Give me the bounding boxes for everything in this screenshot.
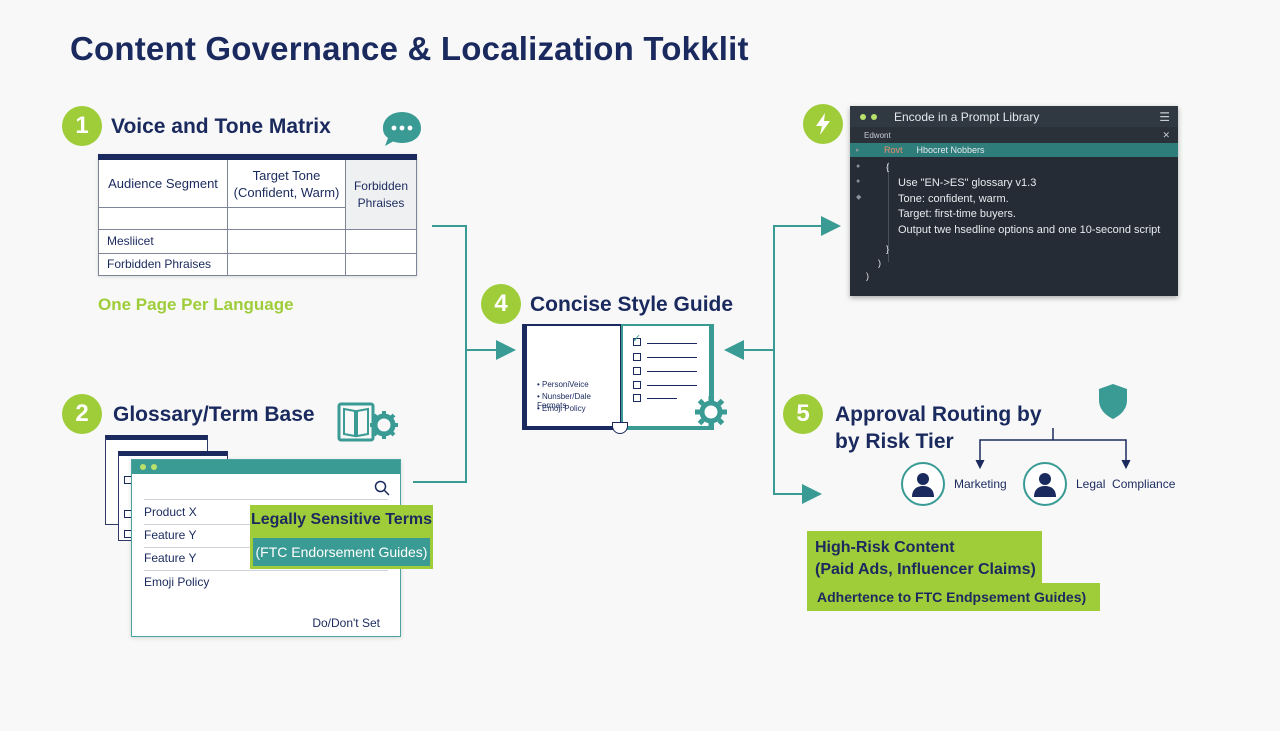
checkbox bbox=[633, 381, 641, 389]
style-guide-left-page: • PersoniVeice • Nunsber/Dale Formats • … bbox=[522, 324, 622, 430]
book-gear-icon bbox=[337, 402, 398, 442]
matrix-row-label: Forbidden Phraises bbox=[98, 254, 228, 276]
avatar bbox=[1023, 462, 1067, 506]
glossary-term[interactable]: Emoji Policy bbox=[144, 575, 210, 589]
checkbox bbox=[633, 353, 641, 361]
code-line: Target: first-time buyers. bbox=[898, 208, 1016, 220]
step-badge-3 bbox=[803, 104, 843, 144]
header-forbidden: Forbidden Phraises bbox=[346, 160, 417, 230]
close-icon[interactable]: ✕ bbox=[1162, 129, 1170, 140]
style-guide-item: • PersoniVeice bbox=[537, 380, 589, 389]
code-line: ) bbox=[878, 258, 881, 268]
code-line: } bbox=[886, 244, 890, 254]
step-badge-4: 4 bbox=[481, 284, 521, 324]
divider bbox=[144, 499, 388, 500]
one-page-per-language: One Page Per Language bbox=[98, 295, 294, 314]
gutter-marker-icon: ● bbox=[856, 163, 861, 170]
gear-icon bbox=[695, 396, 727, 428]
matrix-cell bbox=[346, 230, 417, 254]
checkbox bbox=[633, 394, 641, 402]
editor-title: Encode in a Prompt Library bbox=[894, 109, 1040, 124]
menu-icon[interactable]: ☰ bbox=[1159, 109, 1170, 124]
ftc-endorsement-callout: (FTC Endorsement Guides) bbox=[250, 535, 433, 569]
voice-tone-title: Voice and Tone Matrix bbox=[111, 115, 331, 138]
high-risk-title: High-Risk Content bbox=[815, 539, 955, 556]
step-badge-1: 1 bbox=[62, 106, 102, 146]
lightning-icon bbox=[816, 113, 830, 135]
gutter-marker-icon: ◆ bbox=[856, 194, 862, 201]
matrix-cell bbox=[228, 254, 346, 276]
editor-tab-label: Edwont bbox=[864, 130, 891, 140]
checklist-line bbox=[647, 343, 697, 344]
step-badge-2: 2 bbox=[62, 394, 102, 434]
do-dont-set-label: Do/Don't Set bbox=[312, 616, 380, 630]
window-dot bbox=[871, 113, 877, 120]
step-badge-5: 5 bbox=[783, 394, 823, 434]
page-title: Content Governance & Localization Tokkli… bbox=[70, 30, 749, 67]
shield-icon bbox=[1099, 384, 1127, 419]
glossary-title: Glossary/Term Base bbox=[113, 403, 315, 426]
person-icon bbox=[912, 473, 934, 497]
checkmark-icon: ✓ bbox=[632, 333, 642, 345]
style-guide-title: Concise Style Guide bbox=[530, 293, 734, 316]
code-line: Use "EN->ES" glossary v1.3 bbox=[898, 177, 1037, 189]
ftc-endorsement-label: (FTC Endorsement Guides) bbox=[253, 538, 430, 566]
gutter-arrow-icon: ▸ bbox=[856, 147, 860, 154]
glossary-window-titlebar bbox=[132, 460, 400, 474]
approval-title-line2: by Risk Tier bbox=[835, 430, 954, 453]
indent-guide bbox=[888, 162, 889, 262]
code-line: Tone: confident, warm. bbox=[898, 193, 1009, 205]
glossary-term[interactable]: Product X bbox=[144, 505, 197, 519]
highlight-token: Rovt bbox=[884, 145, 903, 155]
header-target-tone: Target Tone (Confident, Warm) bbox=[228, 160, 346, 208]
role-legal-compliance: Legal Compliance bbox=[1076, 477, 1176, 491]
header-audience-segment: Audience Segment bbox=[98, 160, 228, 208]
checklist-line bbox=[647, 371, 697, 372]
voice-tone-matrix: Audience Segment Target Tone (Confident,… bbox=[98, 154, 417, 276]
role-marketing: Marketing bbox=[954, 477, 1007, 491]
high-risk-content-box: High-Risk Content (Paid Ads, Influencer … bbox=[807, 531, 1042, 583]
checklist-line bbox=[647, 385, 697, 386]
checkbox bbox=[633, 338, 641, 346]
code-line: { bbox=[886, 162, 890, 172]
checklist-line bbox=[647, 398, 677, 399]
window-dot bbox=[151, 464, 157, 470]
search-icon[interactable] bbox=[374, 480, 390, 496]
person-icon bbox=[1034, 473, 1056, 497]
ftc-adherence-label: Adhertence to FTC Endpsement Guides) bbox=[807, 583, 1100, 611]
glossary-term[interactable]: Feature Y bbox=[144, 528, 197, 542]
matrix-row-label: Mesliicet bbox=[98, 230, 228, 254]
checkbox bbox=[633, 367, 641, 375]
prompt-library-editor: Encode in a Prompt Library ☰ Edwont ✕ Ro… bbox=[850, 106, 1178, 296]
code-line: Output twe hsedline options and one 10-s… bbox=[898, 224, 1161, 236]
editor-tab[interactable]: Edwont ✕ bbox=[850, 127, 1178, 143]
legally-sensitive-terms-label: Legally Sensitive Terms bbox=[250, 505, 433, 535]
chat-bubble-icon bbox=[383, 112, 421, 146]
highlighted-line: Rovt Hbocret Nobbers bbox=[850, 143, 1178, 157]
matrix-cell bbox=[98, 208, 228, 230]
matrix-cell bbox=[228, 208, 346, 230]
gutter-marker-icon: ● bbox=[856, 178, 861, 185]
style-guide-item: • Emoji Policy bbox=[537, 404, 586, 413]
high-risk-subtitle: (Paid Ads, Influencer Claims) bbox=[815, 561, 1036, 578]
divider bbox=[144, 570, 388, 571]
window-dot bbox=[140, 464, 146, 470]
editor-titlebar: Encode in a Prompt Library ☰ bbox=[850, 106, 1178, 127]
style-guide-item: • Nunsber/Dale Formats bbox=[537, 392, 591, 410]
approval-title-line1: Approval Routing by bbox=[835, 403, 1042, 426]
window-dot bbox=[860, 113, 866, 120]
avatar bbox=[901, 462, 945, 506]
matrix-cell bbox=[228, 230, 346, 254]
glossary-term[interactable]: Feature Y bbox=[144, 551, 197, 565]
code-line: ) bbox=[866, 271, 869, 281]
book-spine bbox=[612, 422, 628, 434]
highlight-text: Hbocret Nobbers bbox=[916, 145, 985, 155]
matrix-cell bbox=[346, 254, 417, 276]
checklist-line bbox=[647, 357, 697, 358]
